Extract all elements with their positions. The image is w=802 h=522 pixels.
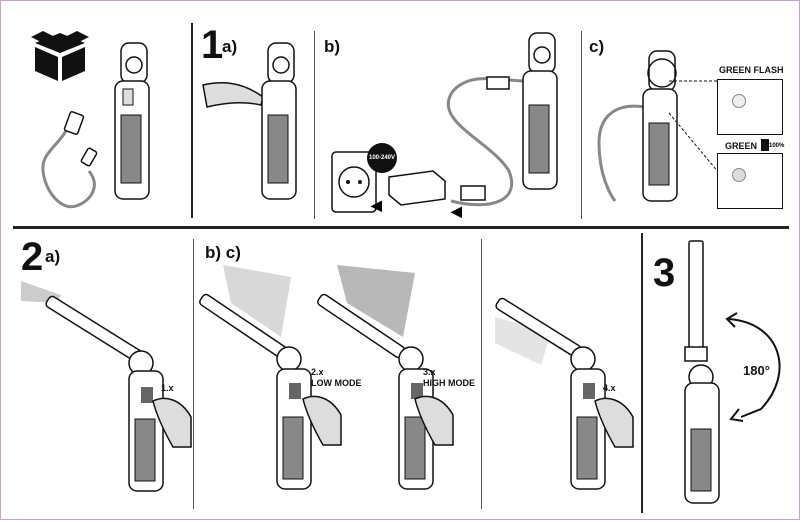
step-3-number: 3 [653, 251, 676, 295]
press-count-2: 2.x [311, 367, 324, 377]
adapter-voltage-badge: 100-240V [367, 143, 397, 173]
divider-v1 [191, 23, 193, 218]
rotate-arrow-icon [725, 312, 781, 422]
finger-press-2a [152, 397, 192, 448]
step-2a-label: a) [45, 247, 61, 266]
usb-adapter-icon [388, 170, 446, 206]
plug-in-arrow-1: ◀ [371, 197, 382, 213]
divider-v6 [641, 233, 643, 513]
lamp-2c-illustration [317, 265, 434, 490]
step-1-number: 1 [201, 23, 224, 67]
finger-press-2d [594, 397, 634, 448]
step-2-number: 2 [21, 235, 44, 279]
step-1a-label: a) [222, 37, 238, 56]
indicator-full-label: GREEN [725, 141, 758, 151]
usb-cable-icon [41, 111, 98, 209]
step-1b-label: b) [324, 37, 341, 56]
lamp-2b-illustration [199, 265, 312, 490]
indicator-zoom-lines [668, 80, 720, 174]
rotation-angle-label: 180° [743, 363, 770, 378]
indicator-full-zoom [717, 153, 783, 209]
divider-v4 [193, 239, 194, 509]
finger-press-2c [414, 395, 454, 446]
plug-in-arrow-2: ◀ [451, 203, 462, 219]
mode-low-label: LOW MODE [311, 378, 362, 388]
step-1c-label: c) [589, 37, 605, 56]
wall-socket-icon [331, 151, 377, 213]
divider-v3 [581, 31, 582, 219]
horizontal-divider [13, 226, 789, 229]
lamp-rotating-illustration [684, 240, 720, 504]
lamp-2-off-illustration [495, 297, 606, 490]
indicator-flash-label: GREEN FLASH [719, 65, 784, 75]
adapter-voltage-text: 100-240V [368, 155, 396, 161]
charging-cable-1b [446, 76, 528, 207]
lamp-1a-illustration [261, 42, 297, 200]
indicator-full-percent: 100% [769, 143, 785, 149]
indicator-flash-zoom [717, 79, 783, 135]
press-count-4: 4.x [603, 383, 616, 393]
press-count-1: 1.x [161, 383, 174, 393]
step-2bc-label: b) c) [205, 243, 241, 262]
finger-press-2b [302, 395, 342, 446]
charging-cable-1c [597, 104, 646, 202]
press-count-3: 3.x [423, 367, 436, 377]
battery-full-icon [761, 139, 769, 151]
divider-v5 [481, 239, 482, 509]
divider-v2 [314, 31, 315, 219]
lamp-1c-illustration [642, 50, 678, 202]
mode-high-label: HIGH MODE [423, 378, 476, 388]
lamp-1b-illustration [522, 32, 558, 190]
lamp-folded-illustration [114, 42, 150, 200]
package-box-icon [31, 31, 89, 81]
